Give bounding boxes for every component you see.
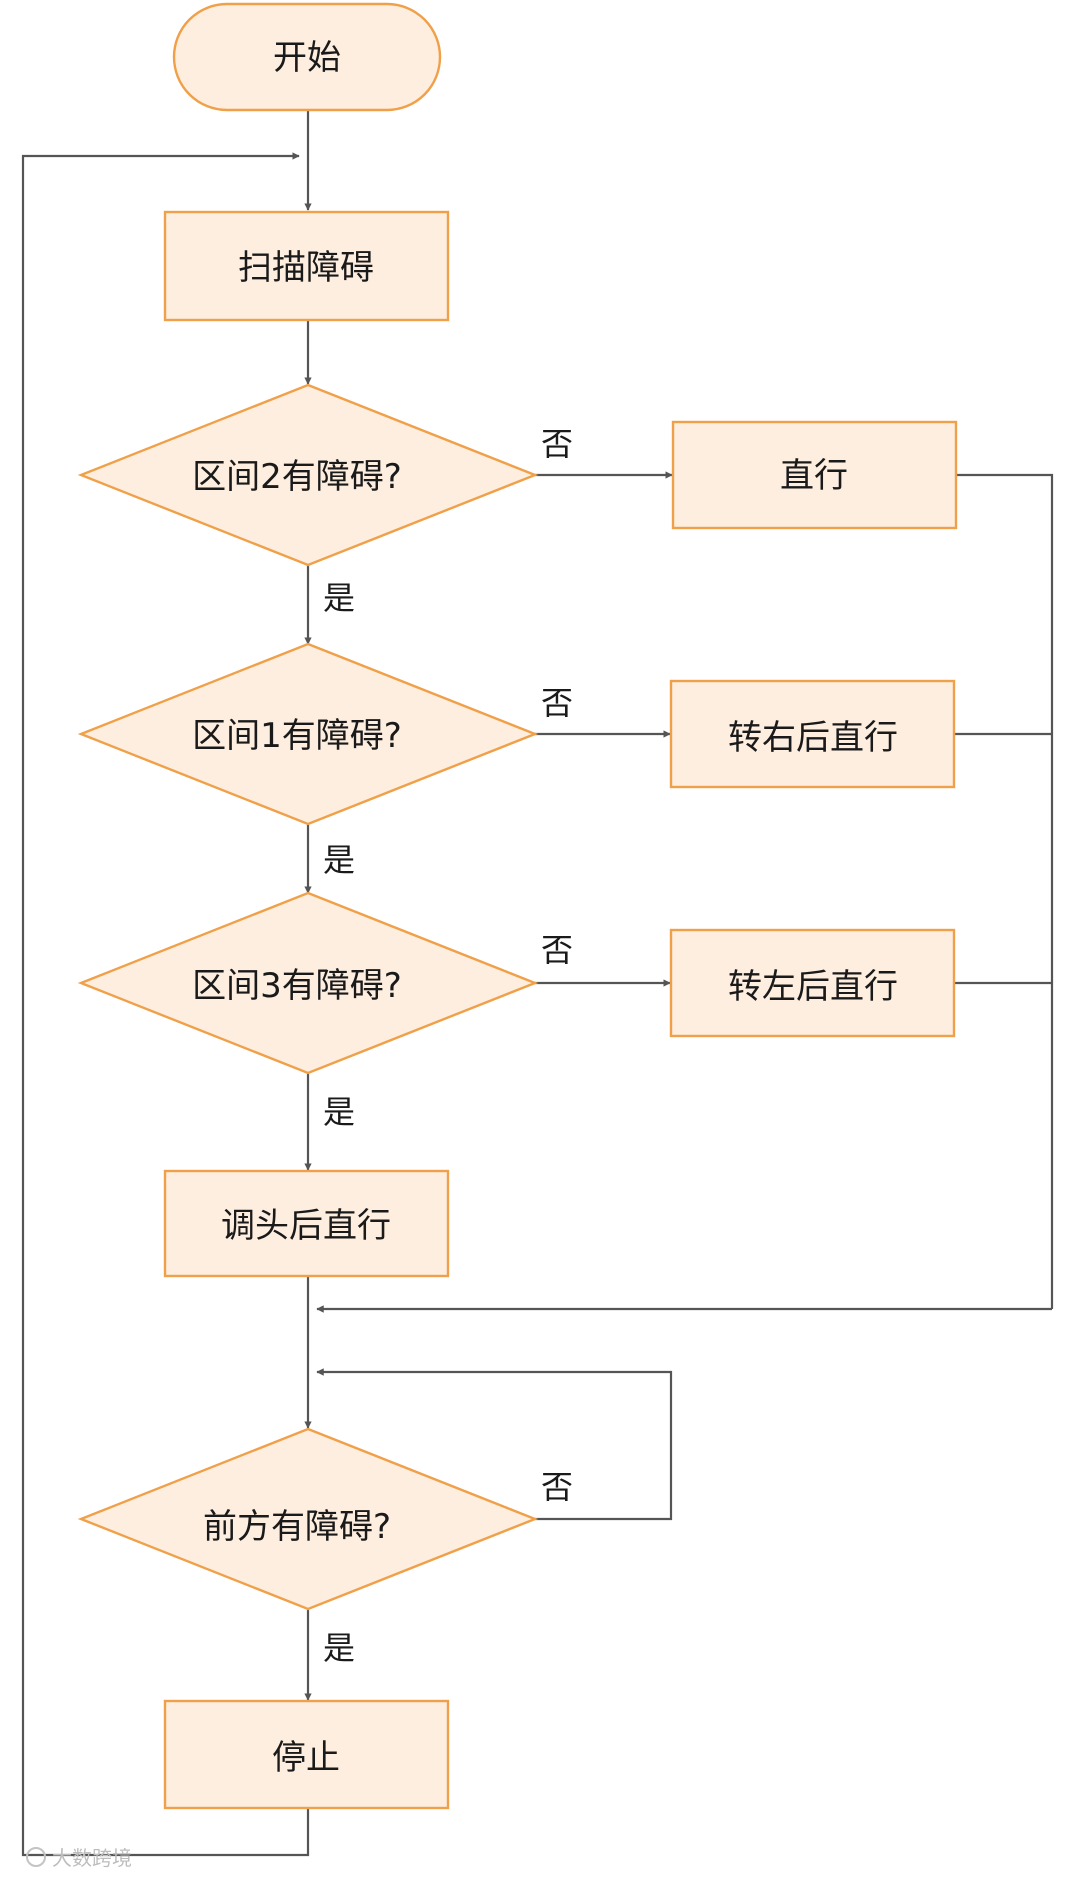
decision-zone3: 区间3有障碍? bbox=[77, 891, 539, 1075]
label-no-zone2: 否 bbox=[541, 425, 573, 463]
straight-node: 直行 bbox=[671, 420, 958, 530]
decision-zone2-label: 区间2有障碍? bbox=[192, 457, 402, 497]
edge-straight-merge bbox=[956, 473, 1054, 1309]
right-straight-node: 转右后直行 bbox=[669, 679, 956, 789]
scan-label: 扫描障碍 bbox=[238, 248, 374, 288]
label-yes-zone2: 是 bbox=[323, 579, 355, 617]
start-node: 开始 bbox=[172, 2, 442, 112]
left-straight-node: 转左后直行 bbox=[669, 928, 956, 1038]
decision-zone2: 区间2有障碍? bbox=[77, 383, 539, 567]
edge-qfront-loop bbox=[316, 1368, 673, 1521]
decision-zone1-label: 区间1有障碍? bbox=[192, 716, 402, 756]
right-straight-label: 转右后直行 bbox=[728, 718, 898, 758]
watermark-text: 大数跨境 bbox=[52, 1846, 132, 1870]
uturn-straight-label: 调头后直行 bbox=[221, 1206, 391, 1246]
edge-stop-loop bbox=[21, 152, 310, 1857]
straight-label: 直行 bbox=[780, 456, 848, 496]
decision-front: 前方有障碍? bbox=[77, 1427, 539, 1611]
label-yes-front: 是 bbox=[323, 1629, 355, 1667]
connectors bbox=[21, 110, 1054, 1857]
edge-labels: 否 是 否 是 否 是 否 是 bbox=[323, 425, 573, 1667]
decision-front-label: 前方有障碍? bbox=[203, 1507, 391, 1547]
watermark-logo-icon bbox=[26, 1847, 46, 1867]
watermark: 大数跨境 bbox=[26, 1846, 132, 1870]
stop-label: 停止 bbox=[272, 1738, 340, 1778]
label-no-front: 否 bbox=[541, 1468, 573, 1506]
decision-zone1: 区间1有障碍? bbox=[77, 642, 539, 826]
label-no-zone1: 否 bbox=[541, 684, 573, 722]
label-no-zone3: 否 bbox=[541, 931, 573, 969]
stop-node: 停止 bbox=[163, 1699, 450, 1810]
uturn-straight-node: 调头后直行 bbox=[163, 1169, 450, 1278]
scan-node: 扫描障碍 bbox=[163, 210, 450, 322]
start-label: 开始 bbox=[273, 38, 341, 78]
label-yes-zone3: 是 bbox=[323, 1093, 355, 1131]
decision-zone3-label: 区间3有障碍? bbox=[192, 966, 402, 1006]
left-straight-label: 转左后直行 bbox=[728, 967, 898, 1007]
label-yes-zone1: 是 bbox=[323, 841, 355, 879]
